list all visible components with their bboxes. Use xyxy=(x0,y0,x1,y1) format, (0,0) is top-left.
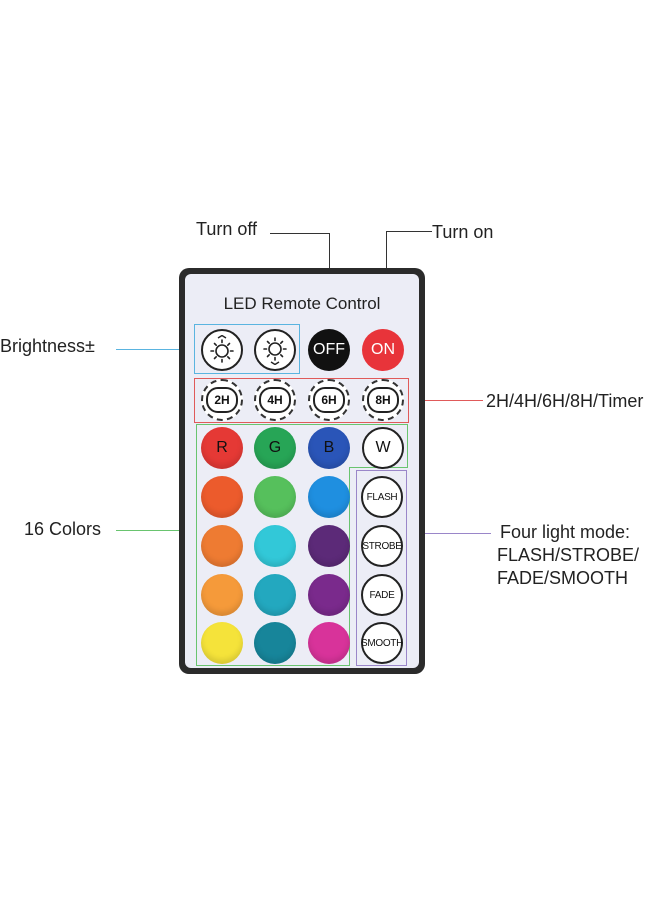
modes-label-line1: Four light mode: xyxy=(500,522,631,542)
turn-on-label: Turn on xyxy=(432,222,494,242)
white-button-label: W xyxy=(375,439,391,456)
color-swatch-3[interactable] xyxy=(308,476,350,518)
red-button[interactable]: R xyxy=(201,427,243,469)
timer-8h-button[interactable]: 8H xyxy=(362,379,404,421)
colors-highlight-box-bottom xyxy=(196,467,350,666)
timer-6h-button[interactable]: 6H xyxy=(308,379,350,421)
turn-off-label: Turn off xyxy=(196,219,258,239)
turn-on-leader-h xyxy=(386,231,432,232)
blue-button[interactable]: B xyxy=(308,427,350,469)
remote-title: LED Remote Control xyxy=(223,294,381,313)
fade-button[interactable]: FADE xyxy=(361,574,403,616)
brightness-up-button[interactable] xyxy=(254,329,296,371)
timer-leader xyxy=(409,400,483,401)
timer-4h-label: 4H xyxy=(259,387,291,413)
timer-2h-label: 2H xyxy=(206,387,238,413)
color-swatch-4[interactable] xyxy=(201,525,243,567)
blue-button-label: B xyxy=(323,439,335,456)
color-swatch-5[interactable] xyxy=(254,525,296,567)
timer-2h-button[interactable]: 2H xyxy=(201,379,243,421)
green-button[interactable]: G xyxy=(254,427,296,469)
color-swatch-6[interactable] xyxy=(308,525,350,567)
colors-leader xyxy=(116,530,196,531)
color-swatch-12[interactable] xyxy=(308,622,350,664)
green-button-label: G xyxy=(268,439,282,456)
turn-off-leader-h xyxy=(270,233,330,234)
flash-button[interactable]: FLASH xyxy=(361,476,403,518)
modes-leader xyxy=(407,533,491,534)
sun-dim-icon xyxy=(210,335,234,363)
colors-label: 16 Colors xyxy=(24,519,102,539)
brightness-label: Brightness± xyxy=(0,336,95,356)
timer-highlight-box xyxy=(194,378,409,423)
timer-4h-button[interactable]: 4H xyxy=(254,379,296,421)
modes-label-line2: FLASH/STROBE/ xyxy=(497,545,640,565)
modes-label-line3: FADE/SMOOTH xyxy=(497,568,629,588)
off-button[interactable]: OFF xyxy=(308,329,350,371)
color-swatch-2[interactable] xyxy=(254,476,296,518)
timer-label: 2H/4H/6H/8H/Timer xyxy=(486,391,644,411)
color-swatch-7[interactable] xyxy=(201,574,243,616)
on-button[interactable]: ON xyxy=(362,329,404,371)
timer-8h-label: 8H xyxy=(367,387,399,413)
color-swatch-10[interactable] xyxy=(201,622,243,664)
smooth-button[interactable]: SMOOTH xyxy=(361,622,403,664)
color-swatch-9[interactable] xyxy=(308,574,350,616)
color-swatch-1[interactable] xyxy=(201,476,243,518)
color-swatch-8[interactable] xyxy=(254,574,296,616)
sun-bright-icon xyxy=(263,337,287,365)
timer-6h-label: 6H xyxy=(313,387,345,413)
red-button-label: R xyxy=(216,439,228,456)
color-swatch-11[interactable] xyxy=(254,622,296,664)
modes-highlight-box xyxy=(356,470,407,666)
brightness-leader xyxy=(116,349,194,350)
brightness-highlight-box xyxy=(194,324,300,374)
strobe-button[interactable]: STROBE xyxy=(361,525,403,567)
colors-highlight-box-top xyxy=(196,424,408,468)
white-button[interactable]: W xyxy=(362,427,404,469)
brightness-down-button[interactable] xyxy=(201,329,243,371)
